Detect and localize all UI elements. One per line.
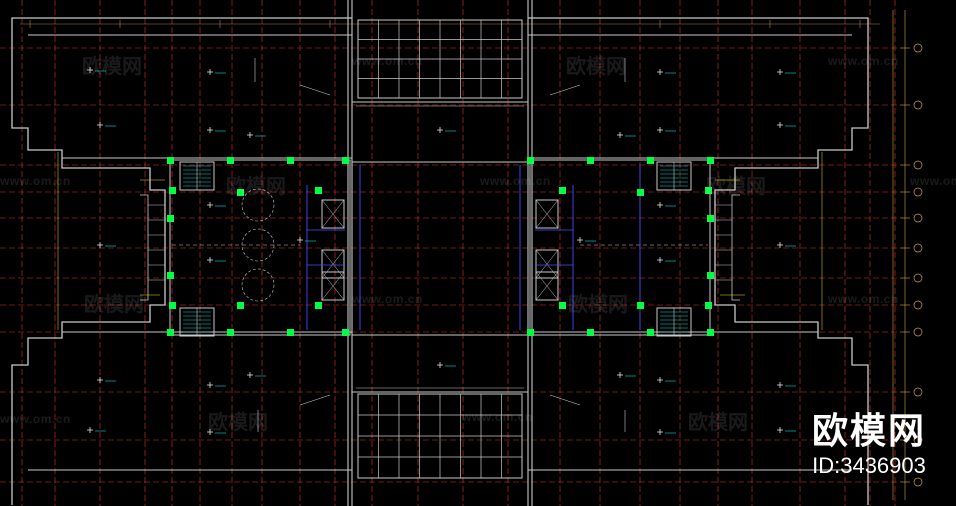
lift-cross <box>321 271 345 301</box>
column <box>587 329 594 336</box>
leader-line <box>549 394 581 406</box>
column <box>167 329 174 336</box>
axis-bubble <box>913 100 923 110</box>
axis-bubble <box>913 213 923 223</box>
axis-bubble <box>913 187 923 197</box>
lift-shaft <box>321 271 345 301</box>
leader-line <box>299 84 331 96</box>
lift-shaft <box>535 199 559 229</box>
axis-bubble <box>913 477 923 487</box>
brand-id: ID:3436903 <box>812 453 926 478</box>
axis-bubble <box>913 387 923 397</box>
column <box>587 157 594 164</box>
column <box>315 187 322 194</box>
lift-cross <box>321 199 345 229</box>
column <box>707 272 714 279</box>
atrium-left <box>169 159 351 336</box>
column <box>169 187 176 194</box>
axis-bubble <box>913 160 923 170</box>
round-skylight <box>241 228 275 262</box>
round-skylight <box>241 188 275 222</box>
column <box>237 302 244 309</box>
ramp <box>731 194 740 301</box>
column <box>647 157 654 164</box>
brand-logo: 欧模网 <box>811 411 926 452</box>
column <box>287 329 294 336</box>
column <box>707 157 714 164</box>
lift-cross <box>321 249 345 279</box>
brand-block: 欧模网 ID:3436903 <box>812 412 926 480</box>
column <box>287 157 294 164</box>
column <box>342 329 349 336</box>
column <box>559 187 566 194</box>
lift-shaft <box>535 249 559 279</box>
column <box>705 302 712 309</box>
column <box>167 215 174 222</box>
column <box>705 187 712 194</box>
column <box>167 157 174 164</box>
column <box>559 302 566 309</box>
axis-bubble <box>913 273 923 283</box>
column <box>169 302 176 309</box>
leader-line <box>299 394 331 406</box>
column <box>315 302 322 309</box>
axis-bubble <box>913 300 923 310</box>
column <box>647 329 654 336</box>
axis-bubble <box>913 243 923 253</box>
lift-cross <box>535 249 559 279</box>
axis-bubble <box>913 435 923 445</box>
round-skylight <box>241 268 275 302</box>
column <box>527 329 534 336</box>
column <box>707 329 714 336</box>
lift-shaft <box>321 199 345 229</box>
axis-bubble <box>913 327 923 337</box>
lift-shaft <box>535 271 559 301</box>
lift-cross <box>535 271 559 301</box>
column <box>637 302 644 309</box>
column <box>237 189 244 196</box>
leader-line <box>549 84 581 96</box>
column <box>342 157 349 164</box>
building-outline <box>528 17 869 505</box>
building-outline <box>11 17 352 505</box>
lift-cross <box>535 199 559 229</box>
lift-shaft <box>321 249 345 279</box>
atrium-right <box>529 159 711 336</box>
column <box>707 215 714 222</box>
column <box>637 189 644 196</box>
ramp <box>140 194 149 301</box>
column <box>227 329 234 336</box>
column <box>227 157 234 164</box>
column <box>167 272 174 279</box>
axis-bubble <box>913 43 923 53</box>
column <box>527 157 534 164</box>
